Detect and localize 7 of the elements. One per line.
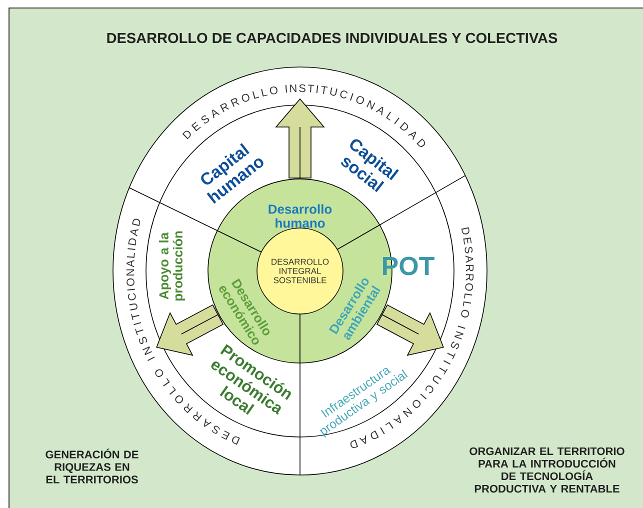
segment-label: Apoyo a la producción — [158, 231, 186, 300]
corner-note: ORGANIZAR EL TERRITORIO PARA LA INTRODUCCIÓN DE TECNOLOGÍA PRODUCTIVA Y RENTABLE — [470, 447, 624, 493]
arrow — [376, 304, 444, 356]
arrow — [156, 304, 224, 356]
arrow — [275, 98, 325, 178]
corner-note: GENERACIÓN DE RIQUEZAS EN EL TERRITORIOS — [46, 448, 138, 484]
title: DESARROLLO DE CAPACIDADES INDIVIDUALES Y COLECTIVAS — [107, 32, 558, 44]
